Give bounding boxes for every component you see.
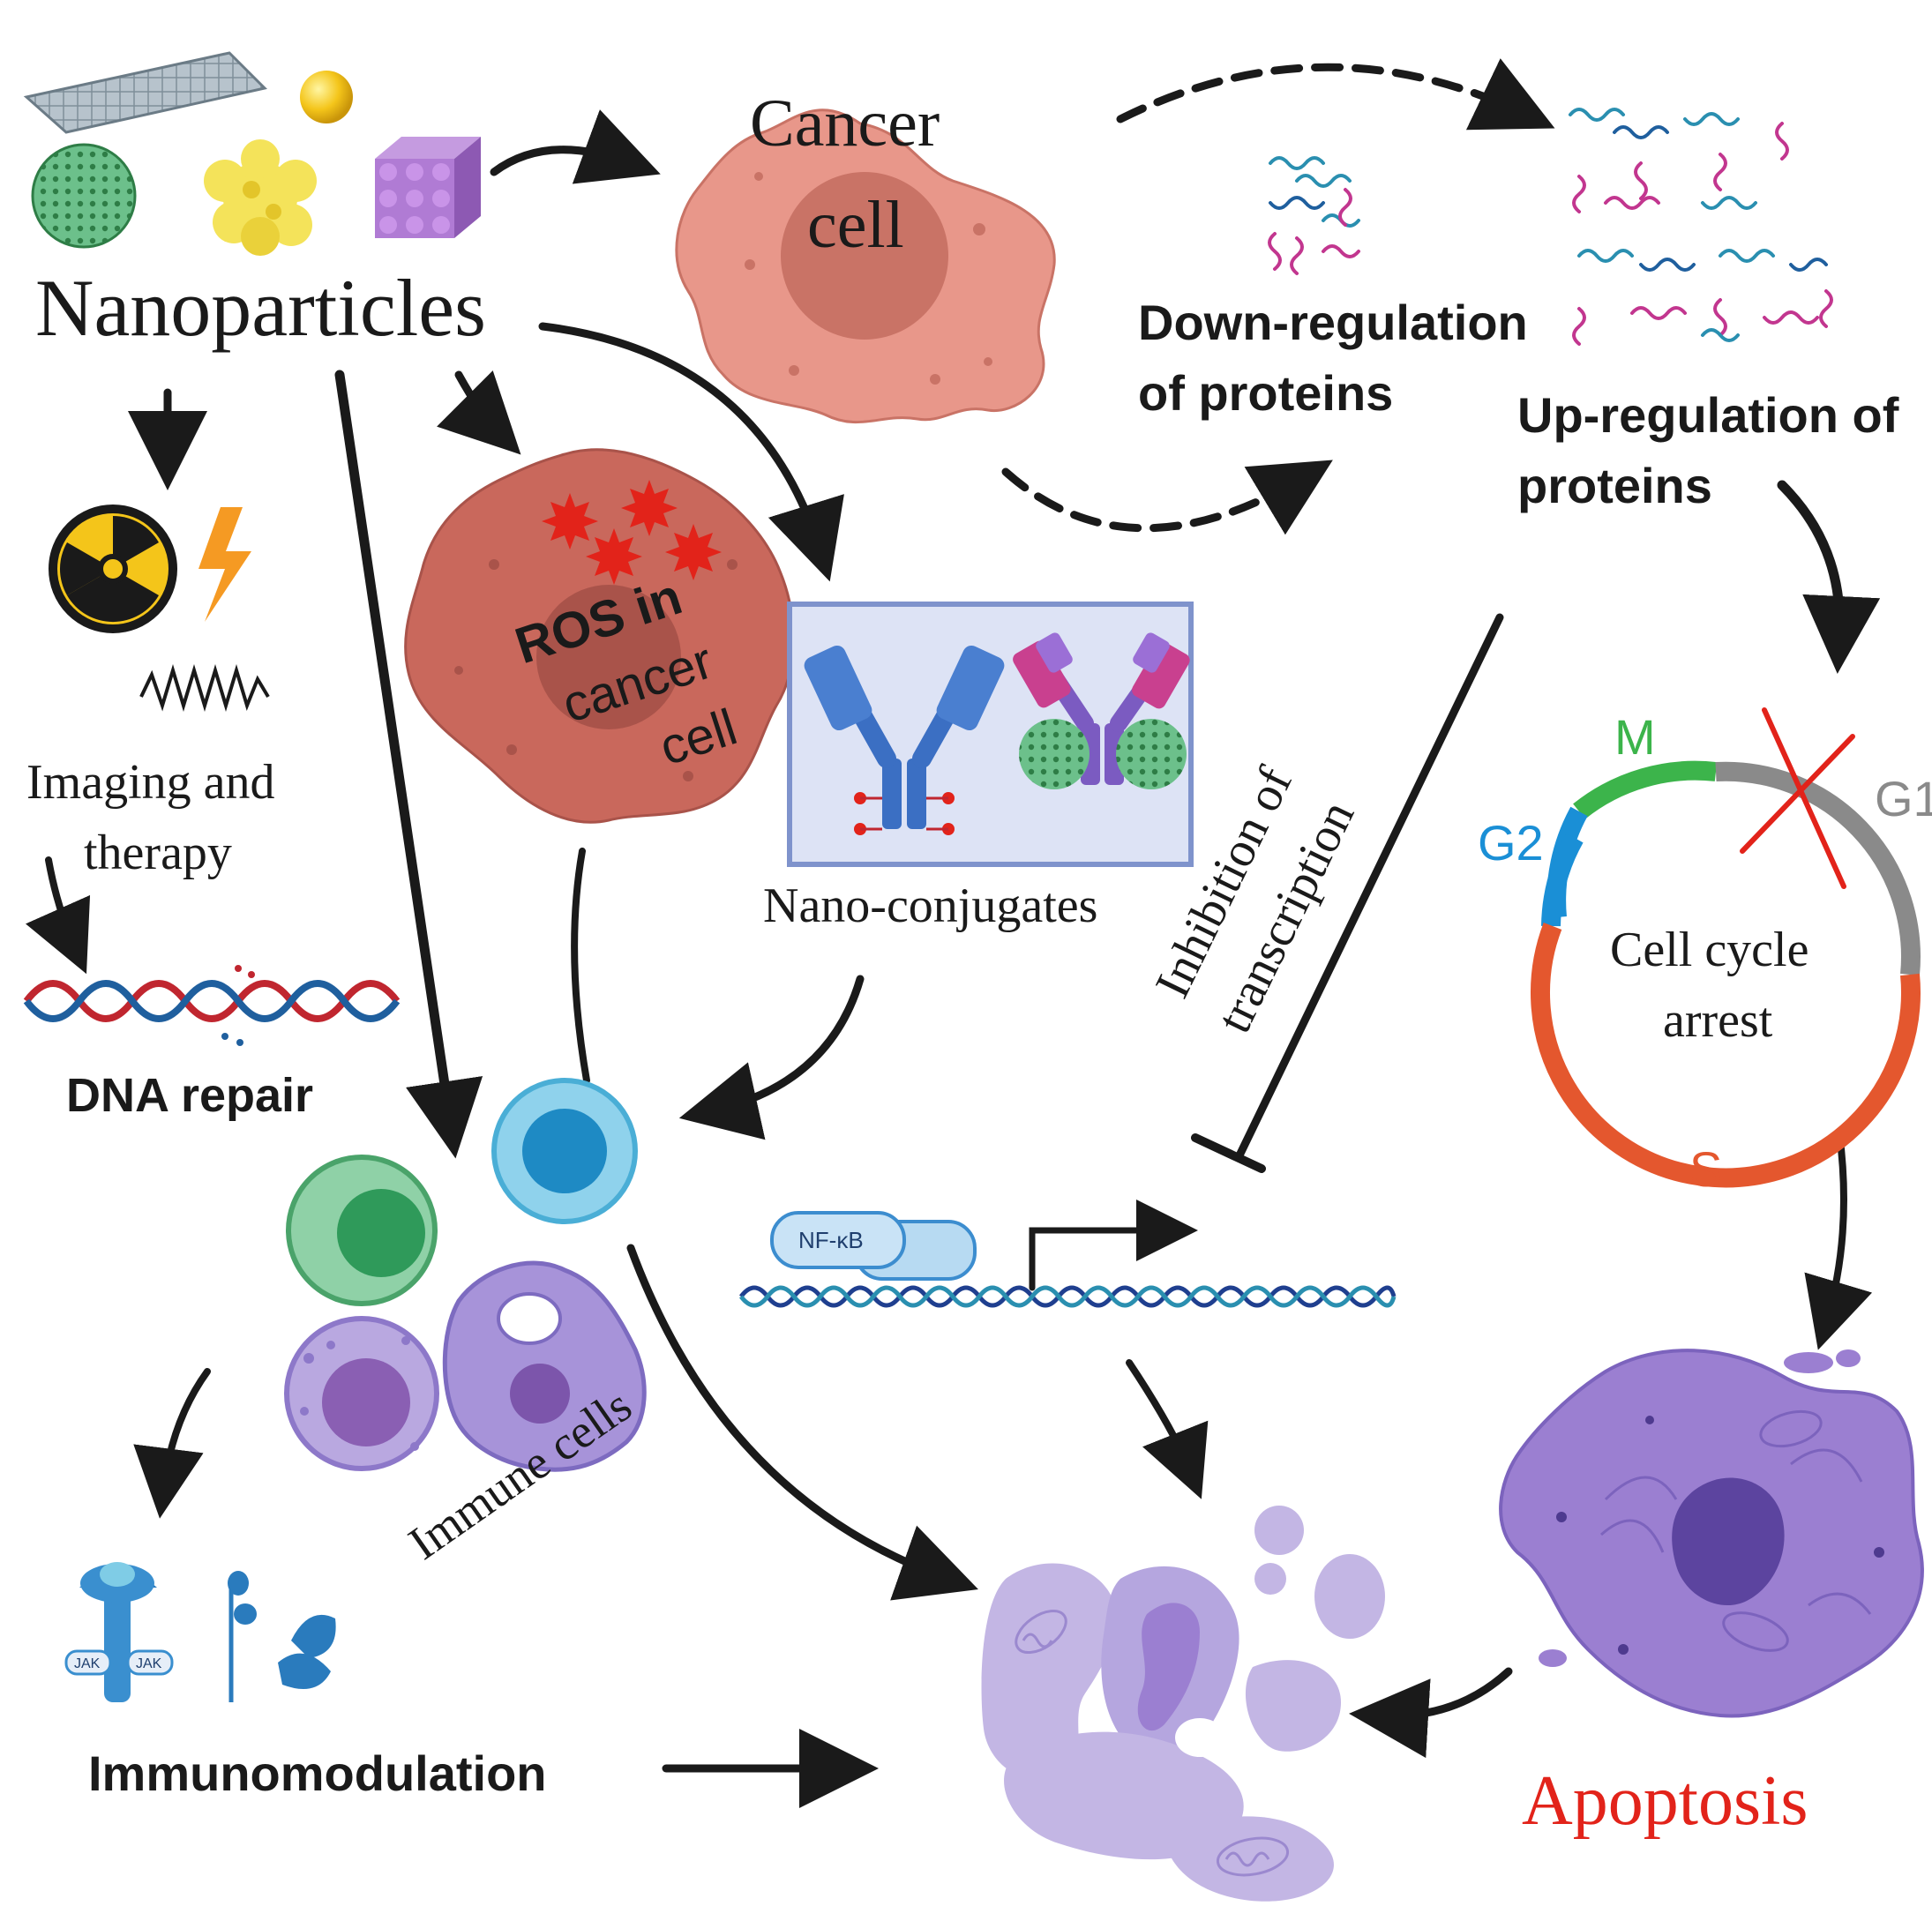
- immune-cell-macrophage: [442, 1260, 647, 1472]
- phase-s-label: S: [1689, 1141, 1722, 1197]
- immune-cells-cluster: [284, 1078, 647, 1472]
- jak-receptor-icon: [64, 1562, 174, 1702]
- nfkb-label: NF-κB: [798, 1227, 864, 1253]
- phase-g1-label: G1: [1875, 771, 1932, 826]
- cancer-cell-label-line1: Cancer: [750, 86, 940, 161]
- ros-cancer-cell: [404, 448, 795, 824]
- jak-label-left: JAK: [74, 1656, 101, 1671]
- up-regulated-proteins: [1569, 108, 1833, 346]
- phase-m-label: M: [1614, 709, 1656, 765]
- arrow-np-to-cancer: [490, 109, 661, 184]
- inhibition-bar: [1191, 1133, 1266, 1173]
- dna-repair-label: DNA repair: [66, 1069, 313, 1122]
- up-regulation-label-line2: proteins: [1517, 458, 1712, 513]
- arrow-immune-to-apoptotic: [626, 1244, 978, 1601]
- arrow-np-to-conjugates: [538, 322, 844, 582]
- arrow-upreg-to-cellcycle: [1777, 480, 1881, 674]
- immunomodulation-label: Immunomodulation: [88, 1745, 547, 1801]
- nfkb-complex: [770, 1211, 977, 1281]
- gold-nanoparticle-icon: [300, 71, 353, 123]
- arrow-np-to-ros: [436, 370, 521, 455]
- immune-cell-green: [286, 1155, 438, 1306]
- antibody-icon: [804, 645, 1005, 835]
- jak-label-right: JAK: [136, 1656, 162, 1671]
- arrow-immune-to-receptors: [133, 1368, 211, 1519]
- cell-cycle-ring: [1531, 760, 1921, 1188]
- nanoparticle-icons: [23, 51, 481, 256]
- apoptosis-cell: [1499, 1349, 1924, 1718]
- cell-cycle-label-line1: Cell cycle: [1610, 923, 1808, 977]
- arrow-apoptosis-to-apoptotic: [1349, 1667, 1513, 1759]
- arrest-cross-icon: [1740, 707, 1855, 889]
- nanoparticles-title: Nanoparticles: [35, 263, 486, 353]
- transcription-start-arrow: [1029, 1200, 1198, 1291]
- phase-g2-label: G2: [1478, 815, 1544, 871]
- arrows: [25, 58, 1881, 1808]
- arrow-cellcycle-to-apoptosis: [1804, 1130, 1873, 1350]
- arrow-conjugates-to-immune: [678, 975, 865, 1140]
- arrow-cancer-to-upreg-dashed: [1116, 58, 1555, 131]
- dna-strand-icon: [739, 1285, 1397, 1308]
- cytokine-receptor-icon: [228, 1571, 336, 1702]
- arrow-ros-to-immune: [571, 848, 590, 1084]
- immune-cell-purple-granular: [284, 1316, 439, 1471]
- down-regulation-label-line1: Down-regulation: [1138, 295, 1528, 350]
- arrow-to-downreg-dashed: [1001, 460, 1333, 535]
- imaging-therapy-line1: Imaging and: [26, 755, 274, 810]
- arrow-np-to-immune: [334, 370, 483, 1159]
- arrow-imaging-to-dna: [25, 856, 91, 975]
- cell-cycle-label-line2: arrest: [1663, 993, 1773, 1048]
- apoptotic-bodies: [981, 1506, 1385, 1902]
- inhibition-line: [1235, 613, 1504, 1160]
- imaging-therapy-line2: therapy: [84, 826, 232, 880]
- radiation-icon: [49, 505, 177, 633]
- apoptosis-label: Apoptosis: [1522, 1762, 1808, 1840]
- antibody-nanoparticle-conjugate: [1013, 632, 1190, 789]
- dendrimer-icon: [204, 139, 317, 256]
- nano-conjugates-box: [787, 602, 1194, 867]
- up-regulation-label-line1: Up-regulation of: [1517, 387, 1899, 443]
- arrow-nfkb-to-apoptotic: [1126, 1359, 1209, 1499]
- cancer-cell: [675, 108, 1056, 424]
- down-regulated-proteins: [1268, 156, 1360, 275]
- ros-star-icons: [542, 480, 722, 585]
- nano-conjugates-label: Nano-conjugates: [763, 878, 1097, 933]
- down-regulation-label-line2: of proteins: [1138, 365, 1393, 421]
- cancer-cell-label-line2: cell: [807, 188, 904, 262]
- dotted-sphere-icon: [31, 143, 137, 249]
- mitochondria-icon: [1015, 1609, 1290, 1877]
- dna-helix-icon: [23, 965, 401, 1046]
- lightning-icon: [198, 507, 251, 622]
- graphene-sheet-icon: [23, 51, 267, 134]
- cube-lattice-icon: [375, 137, 481, 238]
- immune-cell-blue: [491, 1078, 638, 1224]
- wave-icon: [139, 664, 270, 712]
